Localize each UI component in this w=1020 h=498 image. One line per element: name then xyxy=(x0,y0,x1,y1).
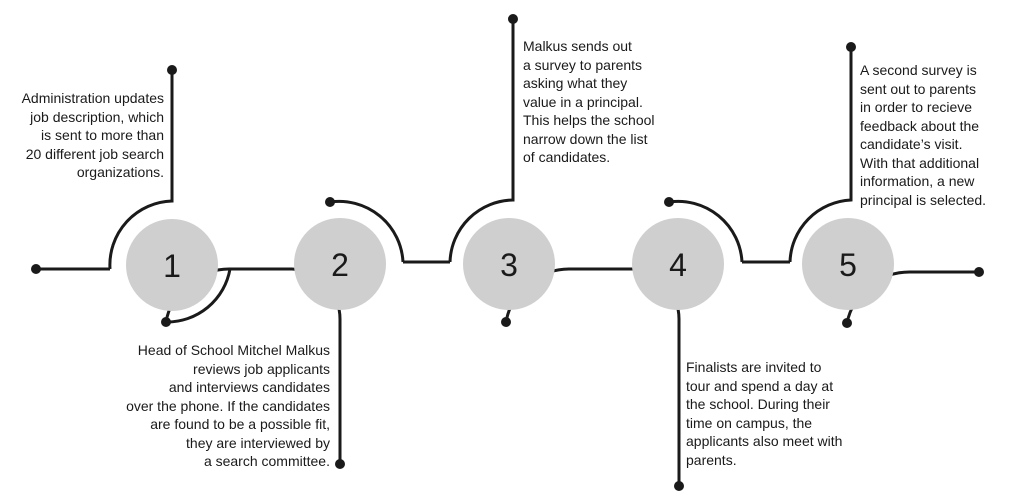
step-2-upper-arc xyxy=(329,199,405,263)
endpoint-dot xyxy=(974,267,984,277)
step-5-number: 5 xyxy=(839,247,857,283)
step-2-line: they are interviewed by xyxy=(186,434,330,451)
step-1-line: job description, which xyxy=(30,108,164,125)
step-4-line: applicants also meet with xyxy=(686,433,843,449)
step-1-line: is sent to more than xyxy=(41,127,164,143)
endpoint-dot xyxy=(508,14,518,24)
step-4-description: Finalists are invited to tour and spend … xyxy=(686,358,842,469)
step-2-line: Head of School Mitchel Malkus xyxy=(137,342,330,358)
step-5-line: With that additional xyxy=(860,154,980,171)
step-4-line: time on campus, the xyxy=(686,414,813,431)
step-1-number: 1 xyxy=(163,248,181,284)
step-4-circle xyxy=(632,218,724,310)
step-5-connector xyxy=(788,47,853,263)
step-2-description: Head of School Mitchel Malkus reviews jo… xyxy=(126,341,330,471)
step-5-circle xyxy=(802,218,894,310)
endpoint-dot xyxy=(674,481,684,491)
step-1-connector xyxy=(108,70,174,270)
step-2-line: over the phone. If the candidates xyxy=(126,397,330,414)
endpoint-dot xyxy=(664,197,674,207)
step-4-number: 4 xyxy=(669,247,687,283)
step-3-circle xyxy=(463,218,555,310)
endpoint-dot xyxy=(842,318,852,328)
step-3-line: Malkus sends out xyxy=(523,38,632,54)
endpoint-dot xyxy=(31,264,41,274)
step-3-line: of candidates. xyxy=(523,149,611,165)
step-5-line: principal is selected. xyxy=(860,191,987,208)
step-3-line: a survey to parents xyxy=(523,56,643,73)
step-3-number: 3 xyxy=(500,247,518,283)
endpoint-dot xyxy=(501,317,511,327)
step-1-line: organizations. xyxy=(76,164,164,180)
step-5-description: A second survey is sent out to parents i… xyxy=(860,61,986,209)
step-5-line: in order to recieve xyxy=(860,99,973,115)
endpoint-dot xyxy=(335,459,345,469)
step-5-line: A second survey is xyxy=(860,62,977,78)
step-3-line: value in a principal. xyxy=(523,93,643,110)
endpoint-dot xyxy=(167,65,177,75)
endpoint-dot xyxy=(325,197,335,207)
step-4-line: Finalists are invited to xyxy=(686,359,822,375)
step-1-circle xyxy=(126,219,218,311)
endpoint-dot xyxy=(846,42,856,52)
step-2-connector xyxy=(165,268,232,324)
step-2-line: and interviews candidates xyxy=(168,379,330,395)
step-3-description: Malkus sends out a survey to parents ask… xyxy=(523,37,655,167)
step-2-line: reviews job applicants xyxy=(193,360,330,377)
step-3-line: This helps the school xyxy=(523,112,655,128)
step-5-line: sent out to parents xyxy=(860,80,976,97)
step-5-line: feedback about the xyxy=(860,117,980,134)
step-1-line: Administration updates xyxy=(21,90,164,106)
step-4-line: parents. xyxy=(686,451,737,468)
step-2-circle xyxy=(294,218,386,310)
step-5-line: candidate’s visit. xyxy=(860,136,963,152)
step-4-line: the school. During their xyxy=(686,396,830,412)
step-2-line: a search committee. xyxy=(203,453,330,469)
step-4-line: tour and spend a day at xyxy=(686,377,834,394)
step-1-description: Administration updates job description, … xyxy=(22,89,164,182)
step-2-number: 2 xyxy=(331,247,349,283)
step-2-line: are found to be a possible fit, xyxy=(150,416,330,432)
step-4-upper-arc xyxy=(668,199,744,263)
step-1-line: 20 different job search xyxy=(25,145,164,162)
step-3-line: narrow down the list xyxy=(523,130,648,147)
step-3-line: asking what they xyxy=(523,75,628,91)
step-3-connector xyxy=(448,19,515,263)
endpoint-dot xyxy=(161,317,171,327)
step-5-line: information, a new xyxy=(860,173,975,189)
